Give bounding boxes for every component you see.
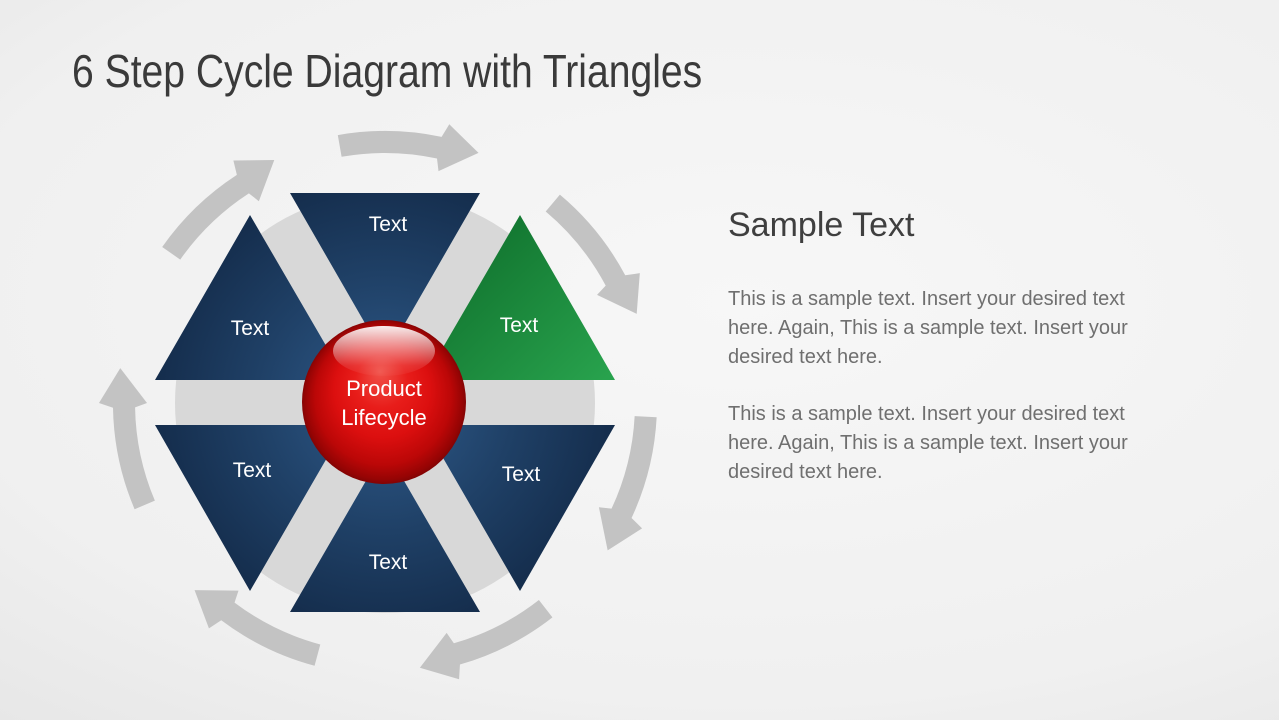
- center-sphere: Product Lifecycle: [302, 320, 466, 484]
- center-label-line2: Lifecycle: [341, 405, 427, 430]
- segment-label: Text: [369, 551, 408, 574]
- content-panel: Sample Text This is a sample text. Inser…: [728, 206, 1168, 487]
- segment-triangle-lower-right: [424, 425, 615, 591]
- slide-title: 6 Step Cycle Diagram with Triangles: [72, 45, 703, 97]
- cycle-diagram: Text Text Text Text Text Text Product Li…: [92, 124, 668, 693]
- segment-label: Text: [233, 459, 272, 482]
- segment-triangle-bottom: [290, 448, 480, 612]
- content-paragraph: This is a sample text. Insert your desir…: [728, 288, 1128, 368]
- content-paragraph: This is a sample text. Insert your desir…: [728, 403, 1128, 483]
- segment-label: Text: [231, 317, 270, 340]
- segment-triangle-top: [290, 193, 480, 358]
- sphere-gloss-highlight: [333, 326, 435, 376]
- content-heading: Sample Text: [728, 206, 915, 244]
- segment-triangle-upper-left: [155, 215, 346, 380]
- segment-triangle-lower-left: [155, 425, 346, 591]
- curved-arrow-clockwise-icon: [92, 364, 170, 512]
- segment-triangle-upper-right: [424, 215, 615, 380]
- segment-label: Text: [500, 314, 539, 337]
- segment-label: Text: [502, 463, 541, 486]
- curved-arrow-clockwise-icon: [337, 124, 479, 172]
- segment-label: Text: [369, 213, 408, 236]
- center-label-line1: Product: [346, 376, 422, 401]
